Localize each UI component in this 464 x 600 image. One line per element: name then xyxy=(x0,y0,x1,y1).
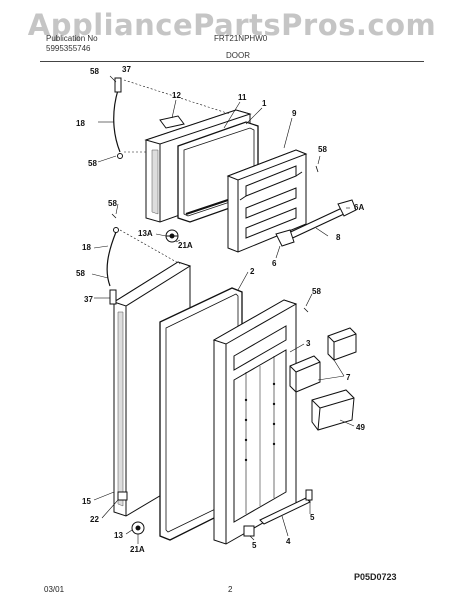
fresh-food-hinge-wire xyxy=(106,227,181,305)
fresh-food-door-liner xyxy=(212,299,298,545)
callout-21a: 21A xyxy=(130,545,145,554)
callout-21a: 21A xyxy=(178,241,193,250)
door-bin-medium xyxy=(289,355,321,393)
callout-1: 1 xyxy=(262,99,267,108)
door-bin-small xyxy=(327,327,357,361)
callout-58: 58 xyxy=(76,269,85,278)
callout-49: 49 xyxy=(356,423,365,432)
diagram-code: P05D0723 xyxy=(354,572,397,582)
door-bin-large xyxy=(311,389,355,431)
callout-22: 22 xyxy=(90,515,99,524)
freezer-door-rack xyxy=(275,199,357,247)
callout-5: 5 xyxy=(310,513,315,522)
freezer-hinge-wire xyxy=(113,77,231,159)
freezer-hinge-bracket xyxy=(165,229,179,243)
callout-18: 18 xyxy=(82,243,91,252)
watermark-logo: AppliancePartsPros.com xyxy=(27,8,437,42)
callout-7: 7 xyxy=(346,373,351,382)
callout-6: 6 xyxy=(272,259,277,268)
leader-lines xyxy=(91,75,355,544)
freezer-door-liner xyxy=(226,149,308,253)
publication-label: Publication No xyxy=(46,34,98,43)
callout-5: 5 xyxy=(252,541,257,550)
callout-8: 8 xyxy=(336,233,341,242)
callout-4: 4 xyxy=(286,537,291,546)
callout-18: 18 xyxy=(76,119,85,128)
bottom-hinge-parts xyxy=(117,491,145,535)
header-rule xyxy=(40,61,424,62)
callout-58: 58 xyxy=(318,145,327,154)
callout-58: 58 xyxy=(312,287,321,296)
callout-15: 15 xyxy=(82,497,91,506)
callout-13: 13 xyxy=(114,531,123,540)
callout-58: 58 xyxy=(90,67,99,76)
callout-12: 12 xyxy=(172,91,181,100)
footer-page-number: 2 xyxy=(228,585,233,594)
callout-58: 58 xyxy=(88,159,97,168)
callout-13a: 13A xyxy=(138,229,153,238)
screw-set xyxy=(111,165,319,313)
callout-6a: 6A xyxy=(354,203,364,212)
callout-2: 2 xyxy=(250,267,255,276)
callout-37: 37 xyxy=(122,65,131,74)
callout-37: 37 xyxy=(84,295,93,304)
model-number: FRT21NPHW0 xyxy=(214,34,268,43)
callout-9: 9 xyxy=(292,109,297,118)
callout-58: 58 xyxy=(108,199,117,208)
callout-3: 3 xyxy=(306,339,311,348)
publication-number: 5995355746 xyxy=(46,44,91,53)
footer-date: 03/01 xyxy=(44,585,65,594)
section-title: DOOR xyxy=(226,51,250,60)
callout-11: 11 xyxy=(238,93,247,102)
